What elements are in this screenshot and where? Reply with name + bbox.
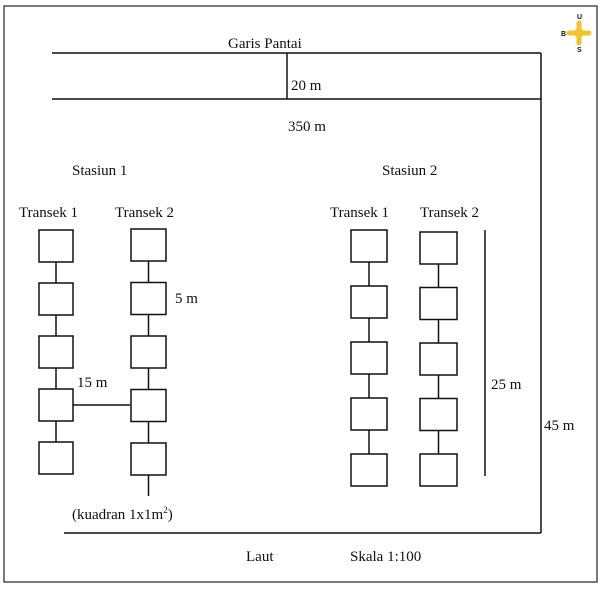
quadrat-note-prefix: (kuadran 1x1m [72, 507, 164, 523]
transect-distance-label: 15 m [77, 375, 108, 391]
transect-length-label: 25 m [491, 377, 522, 393]
area-height-label: 45 m [544, 418, 575, 434]
station-2-transect-1 [350, 229, 388, 487]
quadrat-box [130, 388, 167, 423]
scale-label: Skala 1:100 [350, 549, 421, 565]
quadrat-box [130, 335, 167, 369]
quadrat-note-suffix: ) [168, 507, 173, 523]
quadrat-box [419, 397, 458, 432]
quadrat-box [350, 453, 388, 487]
compass-south-label: S [577, 47, 582, 54]
band-width-label: 20 m [291, 78, 322, 94]
quadrat-box [419, 453, 458, 487]
compass-north-label: U [577, 14, 582, 21]
quadrat-box [350, 285, 388, 319]
station-2-transect-1-label: Transek 1 [330, 205, 389, 221]
quadrat-spacing-label: 5 m [175, 291, 198, 307]
area-length-label: 350 m [288, 119, 326, 135]
station-2-title: Stasiun 2 [382, 163, 437, 179]
station-1-transect-2-label: Transek 2 [115, 205, 174, 221]
quadrat-box [38, 335, 74, 369]
compass-icon: U B S [561, 14, 592, 54]
quadrat-box [38, 229, 74, 263]
quadrat-box [419, 342, 458, 376]
quadrat-box [130, 281, 167, 316]
quadrat-box [130, 228, 167, 262]
quadrat-note: (kuadran 1x1m2) [72, 505, 173, 523]
station-2-transect-2 [419, 231, 458, 487]
quadrat-box [38, 388, 74, 422]
quadrat-box [419, 286, 458, 321]
station-1-transect-1 [38, 229, 74, 475]
quadrat-box [350, 229, 388, 263]
quadrat-box [350, 341, 388, 375]
shoreline-label: Garis Pantai [228, 36, 302, 52]
station-1-title: Stasiun 1 [72, 163, 127, 179]
sea-label: Laut [246, 549, 274, 565]
compass-center [574, 28, 584, 38]
quadrat-box [38, 282, 74, 316]
quadrat-box [38, 441, 74, 475]
quadrat-box [130, 442, 167, 476]
quadrat-note-superscript: 2 [163, 505, 168, 515]
compass-west-label: B [561, 31, 566, 38]
station-1-transect-2 [130, 228, 167, 496]
quadrat-box [419, 231, 458, 265]
station-2-transect-2-label: Transek 2 [420, 205, 479, 221]
outer-frame [3, 5, 598, 583]
station-1-transect-1-label: Transek 1 [19, 205, 78, 221]
quadrat-box [350, 397, 388, 431]
